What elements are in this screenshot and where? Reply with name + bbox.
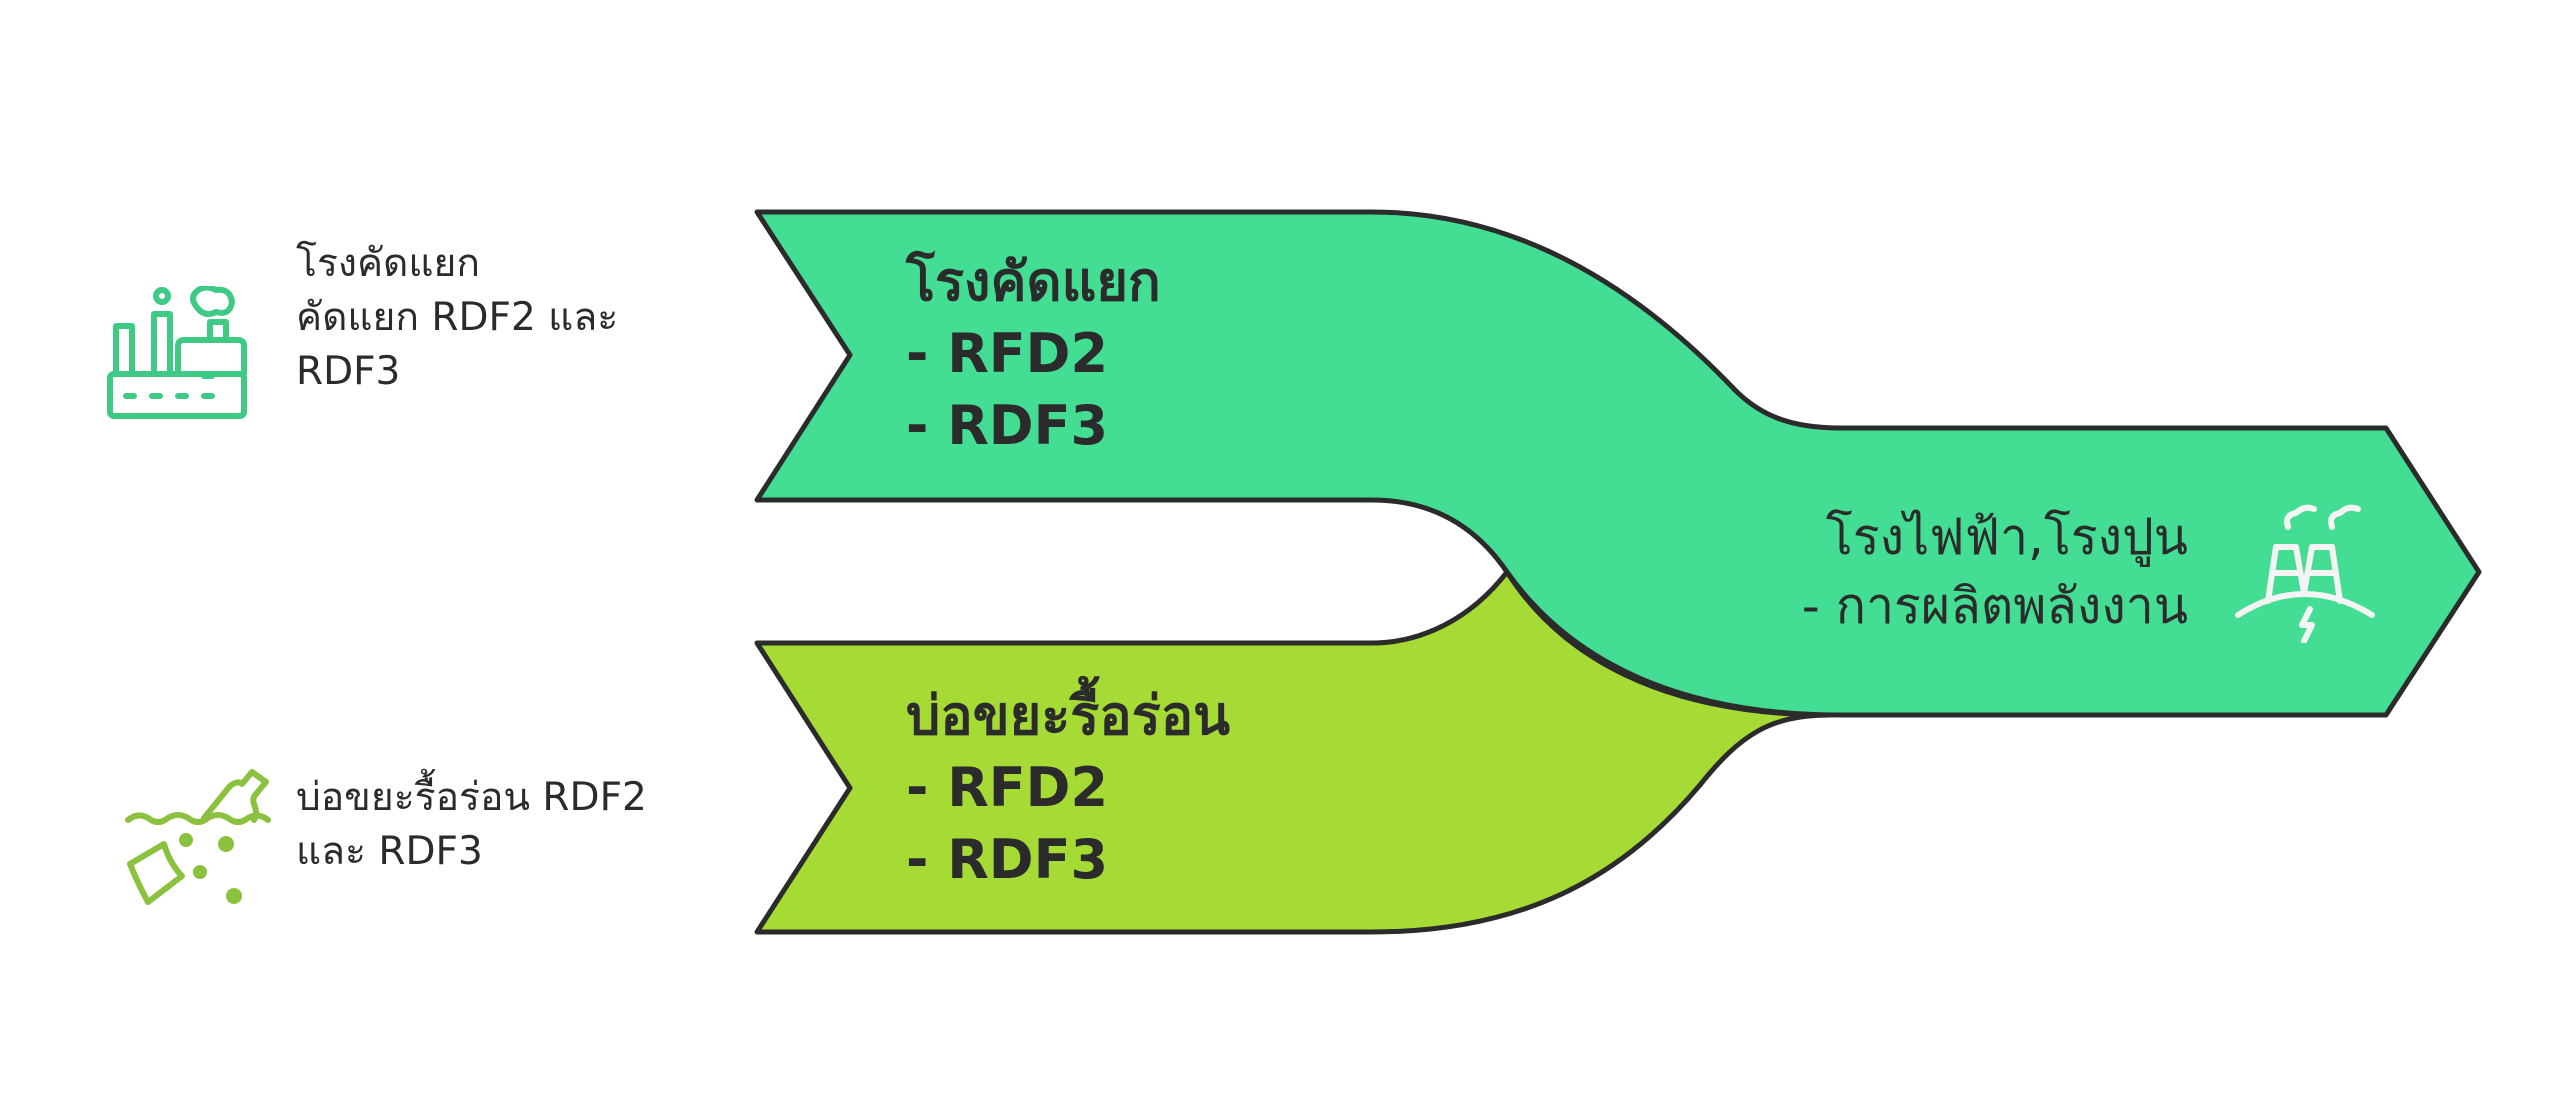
power-plant-icon [2234, 503, 2376, 644]
landfill-legend-text: บ่อขยะรื้อร่อน RDF2 และ RDF3 [296, 771, 647, 879]
sorting-plant-legend-text: โรงคัดแยก คัดแยก RDF2 และ RDF3 [296, 237, 618, 399]
legend-line: RDF3 [296, 349, 401, 394]
arrow-item: - RFD2 [906, 322, 1109, 385]
destination-arrow-text: โรงไฟฟ้า,โรงปูน - การผลิตพลังงาน [1802, 503, 2188, 641]
landfill-waste-icon [124, 768, 272, 912]
destination-title: โรงไฟฟ้า,โรงปูน [1825, 508, 2188, 566]
arrow-title: บ่อขยะรื้อร่อน [906, 684, 1231, 747]
landfill-arrow-text: บ่อขยะรื้อร่อน - RFD2 - RDF3 [906, 680, 1230, 896]
legend-line: และ RDF3 [296, 829, 483, 874]
legend-line: โรงคัดแยก [296, 241, 480, 286]
arrow-item: - RFD2 [906, 756, 1109, 819]
arrow-item: - RDF3 [906, 394, 1109, 457]
factory-icon [104, 284, 250, 422]
destination-subtitle: - การผลิตพลังงาน [1801, 577, 2188, 635]
sorting-plant-arrow-text: โรงคัดแยก - RFD2 - RDF3 [906, 246, 1161, 462]
legend-line: บ่อขยะรื้อร่อน RDF2 [296, 775, 647, 820]
sorting-plant-to-destination-arrow [754, 209, 2482, 718]
legend-line: คัดแยก RDF2 และ [296, 295, 619, 340]
arrow-title: โรงคัดแยก [906, 250, 1161, 313]
arrow-item: - RDF3 [906, 828, 1109, 891]
